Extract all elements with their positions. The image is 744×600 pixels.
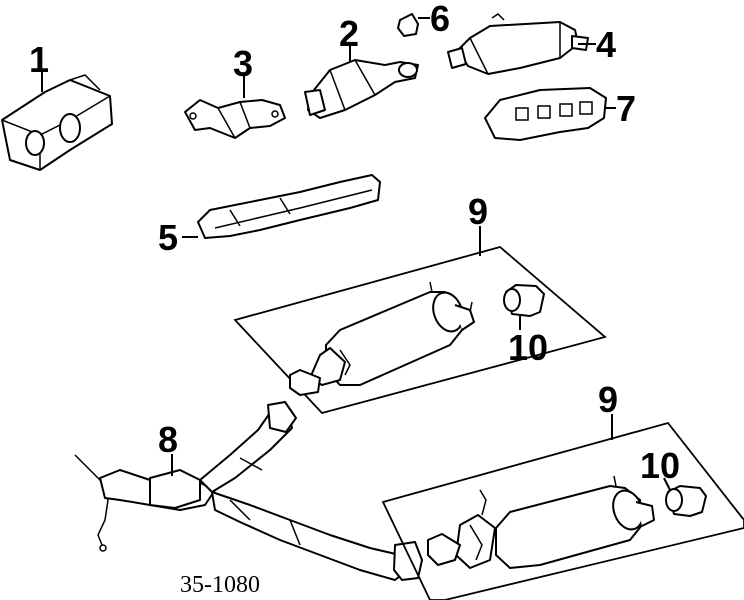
part-1-exhaust-manifold	[1, 74, 113, 171]
callout-2: 2	[339, 13, 359, 54]
callout-7: 7	[616, 88, 636, 129]
part-6-gasket	[397, 13, 419, 37]
callout-6: 6	[430, 0, 450, 39]
callout-5: 5	[158, 217, 178, 258]
callout-9-upper: 9	[468, 191, 488, 232]
hanger-10-upper	[503, 284, 545, 317]
leader-10-lower	[663, 477, 671, 491]
part-4-converter	[447, 13, 589, 75]
muffler-lower	[427, 475, 655, 569]
callout-10-upper: 10	[508, 327, 548, 368]
callout-8: 8	[158, 419, 178, 460]
callout-10-lower: 10	[640, 445, 680, 486]
reference-code: 35-1080	[180, 572, 260, 598]
part-8-center-pipe	[74, 401, 423, 581]
hanger-10-lower	[665, 485, 707, 517]
callout-9-lower: 9	[598, 379, 618, 420]
part-5-heat-shield	[197, 174, 381, 239]
muffler-upper	[289, 281, 475, 396]
callout-3: 3	[233, 43, 253, 84]
part-7-heat-shield	[484, 87, 607, 141]
muffler-kit-box-lower	[381, 421, 744, 600]
callout-1: 1	[29, 39, 49, 80]
part-2-catalytic-converter	[304, 59, 419, 119]
callout-4: 4	[596, 24, 616, 65]
part-3-front-pipe	[184, 99, 286, 139]
